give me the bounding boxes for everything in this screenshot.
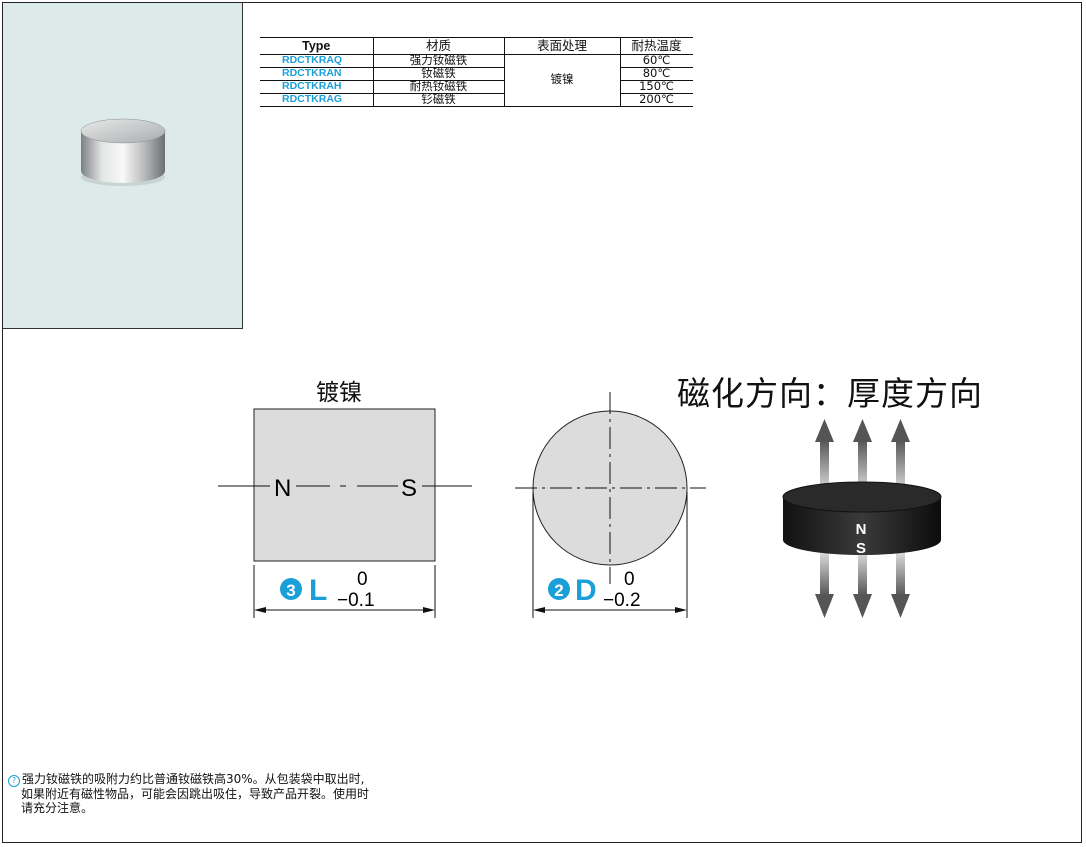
type-cell: RDCTKRAG — [260, 93, 373, 107]
header-type: Type — [260, 37, 373, 55]
pole-n-label: N — [274, 475, 291, 502]
d-number: 2 — [554, 581, 563, 600]
material-cell: 钐磁铁 — [372, 93, 504, 107]
l-letter: L — [309, 574, 327, 607]
type-cell: RDCTKRAN — [260, 67, 373, 81]
d-tol-lower: −0.2 — [603, 590, 641, 611]
type-cell: RDCTKRAQ — [260, 54, 373, 68]
down-arrow — [891, 552, 910, 618]
material-cell: 耐热钕磁铁 — [372, 80, 504, 94]
header-surface: 表面处理 — [503, 37, 620, 55]
disk-s-label: S — [856, 540, 866, 557]
caution-note: ?强力钕磁铁的吸附力约比普通钕磁铁高30%。从包装袋中取出时, 如果附近有磁性物… — [8, 772, 369, 815]
dimension-arrow — [423, 607, 435, 613]
l-number: 3 — [286, 581, 295, 600]
temp-cell: 200℃ — [619, 93, 693, 107]
dimension-arrow — [533, 607, 545, 613]
table-row: RDCTKRAN 钕磁铁 80℃ — [260, 67, 693, 81]
l-tol-upper: 0 — [357, 569, 368, 590]
product-photo-panel — [3, 3, 243, 329]
spec-table: Type 材质 表面处理 耐热温度 RDCTKRAQ 强力钕磁铁 镀镍 60℃ … — [260, 37, 693, 107]
up-arrow — [853, 419, 872, 492]
header-temp: 耐热温度 — [619, 37, 693, 55]
type-cell: RDCTKRAH — [260, 80, 373, 94]
down-arrow — [815, 552, 834, 618]
d-letter: D — [575, 574, 597, 607]
table-header-row: Type 材质 表面处理 耐热温度 — [260, 37, 693, 55]
down-arrow — [853, 552, 872, 618]
coating-label: 镀镍 — [316, 380, 362, 406]
table-row: RDCTKRAG 钐磁铁 200℃ — [260, 93, 693, 107]
surface-cell: 镀镍 — [503, 54, 620, 107]
d-number-badge — [548, 578, 570, 600]
info-icon: ? — [8, 775, 20, 787]
temp-cell: 80℃ — [619, 67, 693, 81]
magnet-photo — [80, 118, 166, 186]
l-tol-lower: −0.1 — [337, 590, 375, 611]
l-number-badge — [280, 578, 302, 600]
temp-cell: 150℃ — [619, 80, 693, 94]
material-cell: 强力钕磁铁 — [372, 54, 504, 68]
pole-s-label: S — [401, 475, 417, 502]
note-text-1: 强力钕磁铁的吸附力约比普通钕磁铁高30%。从包装袋中取出时, — [22, 772, 365, 786]
dimension-arrow — [254, 607, 266, 613]
material-cell: 钕磁铁 — [372, 67, 504, 81]
up-arrow — [891, 419, 910, 492]
header-material: 材质 — [372, 37, 504, 55]
top-view: 2 D 0 −0.2 — [515, 392, 706, 618]
magnet-disk — [782, 481, 942, 555]
magnetization-diagram: N S — [782, 419, 942, 618]
side-view-body — [253, 408, 436, 562]
side-view: N S 3 L 0 −0.1 — [218, 408, 472, 618]
up-arrow — [815, 419, 834, 492]
note-line-3: 请充分注意。 — [21, 801, 94, 815]
table-row: RDCTKRAQ 强力钕磁铁 镀镍 60℃ — [260, 54, 693, 107]
temp-cell: 60℃ — [619, 54, 693, 68]
dimension-arrow — [675, 607, 687, 613]
d-tol-upper: 0 — [624, 569, 635, 590]
disk-n-label: N — [856, 521, 867, 538]
table-row: RDCTKRAH 耐热钕磁铁 150℃ — [260, 80, 693, 94]
magnetization-title: 磁化方向：厚度方向 — [677, 374, 983, 413]
note-line-2: 如果附近有磁性物品，可能会因跳出吸住，导致产品开裂。使用时 — [21, 787, 370, 801]
note-line-1: ?强力钕磁铁的吸附力约比普通钕磁铁高30%。从包装袋中取出时, — [8, 772, 369, 787]
